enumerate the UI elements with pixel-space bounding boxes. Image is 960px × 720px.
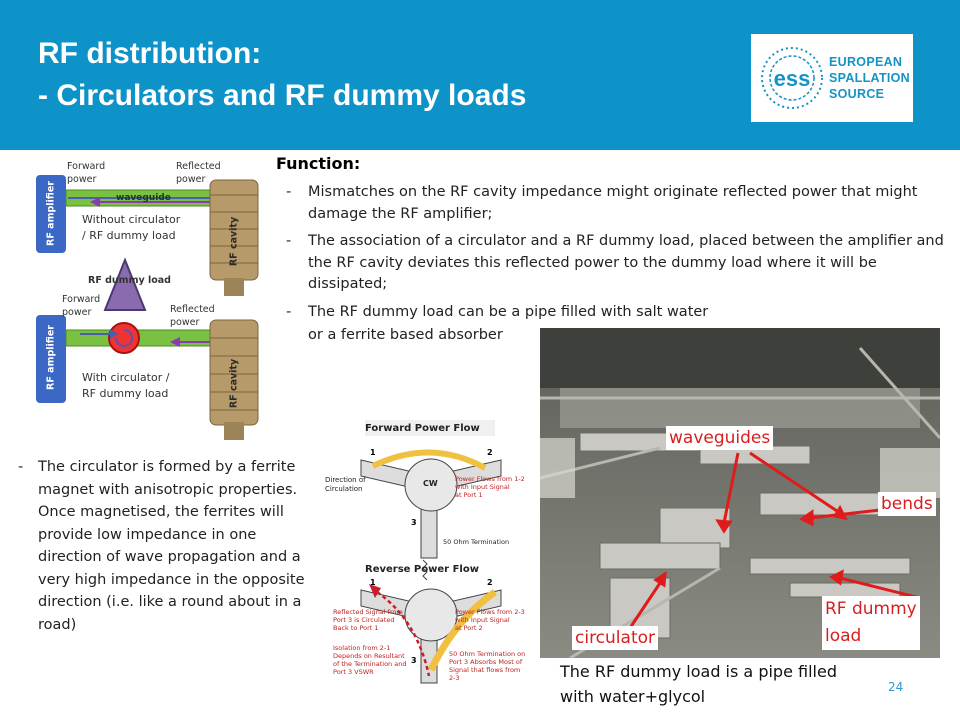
- rf-dummy-load-photo-label: RF dummy load: [822, 596, 920, 650]
- forward-flow-title: Forward Power Flow: [365, 423, 480, 434]
- forward-termination: 50 Ohm Termination: [443, 538, 510, 546]
- reflected-power-label-top: Reflected power: [176, 161, 221, 185]
- circulator-description-text: The circulator is formed by a ferrite ma…: [38, 459, 305, 633]
- logo-line2: SPALLATION: [829, 71, 911, 85]
- cw-label: CW: [423, 479, 438, 488]
- bullet-dash: -: [286, 304, 292, 320]
- svg-text:ess: ess: [774, 66, 811, 91]
- logo-line3: SOURCE: [829, 87, 885, 101]
- without-circulator-caption: Without circulator / RF dummy load: [82, 213, 181, 242]
- slide-title-line2: - Circulators and RF dummy loads: [38, 79, 527, 112]
- rf-amplifier-label-top: RF amplifier: [45, 181, 57, 246]
- page-number: 24: [888, 680, 904, 694]
- function-bullet-3-continuation: or a ferrite based absorber: [308, 327, 503, 343]
- photo-caption: The RF dummy load is a pipe filled with …: [560, 662, 837, 706]
- function-bullet-1-text: Mismatches on the RF cavity impedance mi…: [308, 184, 918, 222]
- circulator-flow-drawing: [360, 420, 502, 684]
- circulator-flow-diagram: Forward Power Flow Reverse Power Flow Di…: [325, 420, 550, 690]
- ess-logo: ess EUROPEAN SPALLATION SOURCE: [751, 34, 913, 122]
- rf-diagram-drawing: [36, 175, 259, 440]
- direction-of-circulation-label: Direction of Circulation: [325, 476, 366, 493]
- reflected-power-label-bottom: Reflected power: [170, 304, 215, 328]
- with-circulator-caption: With circulator / RF dummy load: [82, 371, 170, 400]
- function-bullet-3: - The RF dummy load can be a pipe filled…: [286, 302, 946, 324]
- function-bullet-3-text: The RF dummy load can be a pipe filled w…: [308, 304, 709, 320]
- reverse-termination-note: 50 Ohm Termination on Port 3 Absorbs Mos…: [449, 650, 526, 682]
- rf-diagram: Forward power Reflected power waveguide …: [20, 150, 270, 445]
- logo-line1: EUROPEAN: [829, 55, 903, 69]
- forward-power-label-top: Forward power: [67, 161, 106, 185]
- waveguides-label: waveguides: [666, 426, 774, 450]
- function-bullet-1: - Mismatches on the RF cavity impedance …: [286, 182, 946, 225]
- port-1-reverse: 1: [370, 578, 376, 587]
- bends-label: bends: [878, 492, 936, 516]
- port-1-forward: 1: [370, 448, 376, 457]
- isolation-note: Isolation from 2-1 Depends on Resultant …: [333, 644, 407, 676]
- rf-cavity-label-top: RF cavity: [228, 216, 240, 267]
- function-bullet-2-text: The association of a circulator and a RF…: [308, 233, 944, 292]
- rf-cavity-label-bottom: RF cavity: [228, 358, 240, 409]
- slide-title-line1: RF distribution:: [38, 37, 262, 70]
- reverse-left-note: Reflected Signal from Port 3 is Circulat…: [333, 608, 403, 632]
- reverse-flow-title: Reverse Power Flow: [365, 564, 479, 575]
- port-2-reverse: 2: [487, 578, 493, 587]
- bullet-dash: -: [18, 459, 24, 475]
- forward-note: Power Flows from 1-2 with Input Signal a…: [455, 475, 525, 499]
- port-3-reverse: 3: [411, 656, 417, 665]
- circulator-label: circulator: [572, 626, 659, 650]
- bullet-dash: -: [286, 233, 292, 249]
- circulator-description: - The circulator is formed by a ferrite …: [18, 456, 320, 636]
- ess-logo-icon: ess: [761, 47, 823, 109]
- installation-photo-drawing: [540, 328, 940, 658]
- rf-dummy-load-label: RF dummy load: [88, 275, 171, 286]
- reverse-right-note: Power Flows from 2-3 with Input Signal a…: [455, 608, 525, 632]
- port-2-forward: 2: [487, 448, 493, 457]
- bullet-dash: -: [286, 184, 292, 200]
- function-title: Function:: [276, 154, 361, 173]
- forward-power-label-bottom: Forward power: [62, 294, 101, 318]
- port-3-forward: 3: [411, 518, 417, 527]
- installation-photo: waveguides bends RF dummy load circulato…: [540, 328, 940, 658]
- function-bullet-2: - The association of a circulator and a …: [286, 231, 946, 296]
- waveguide-label: waveguide: [116, 193, 171, 203]
- rf-amplifier-label-bottom: RF amplifier: [45, 325, 57, 390]
